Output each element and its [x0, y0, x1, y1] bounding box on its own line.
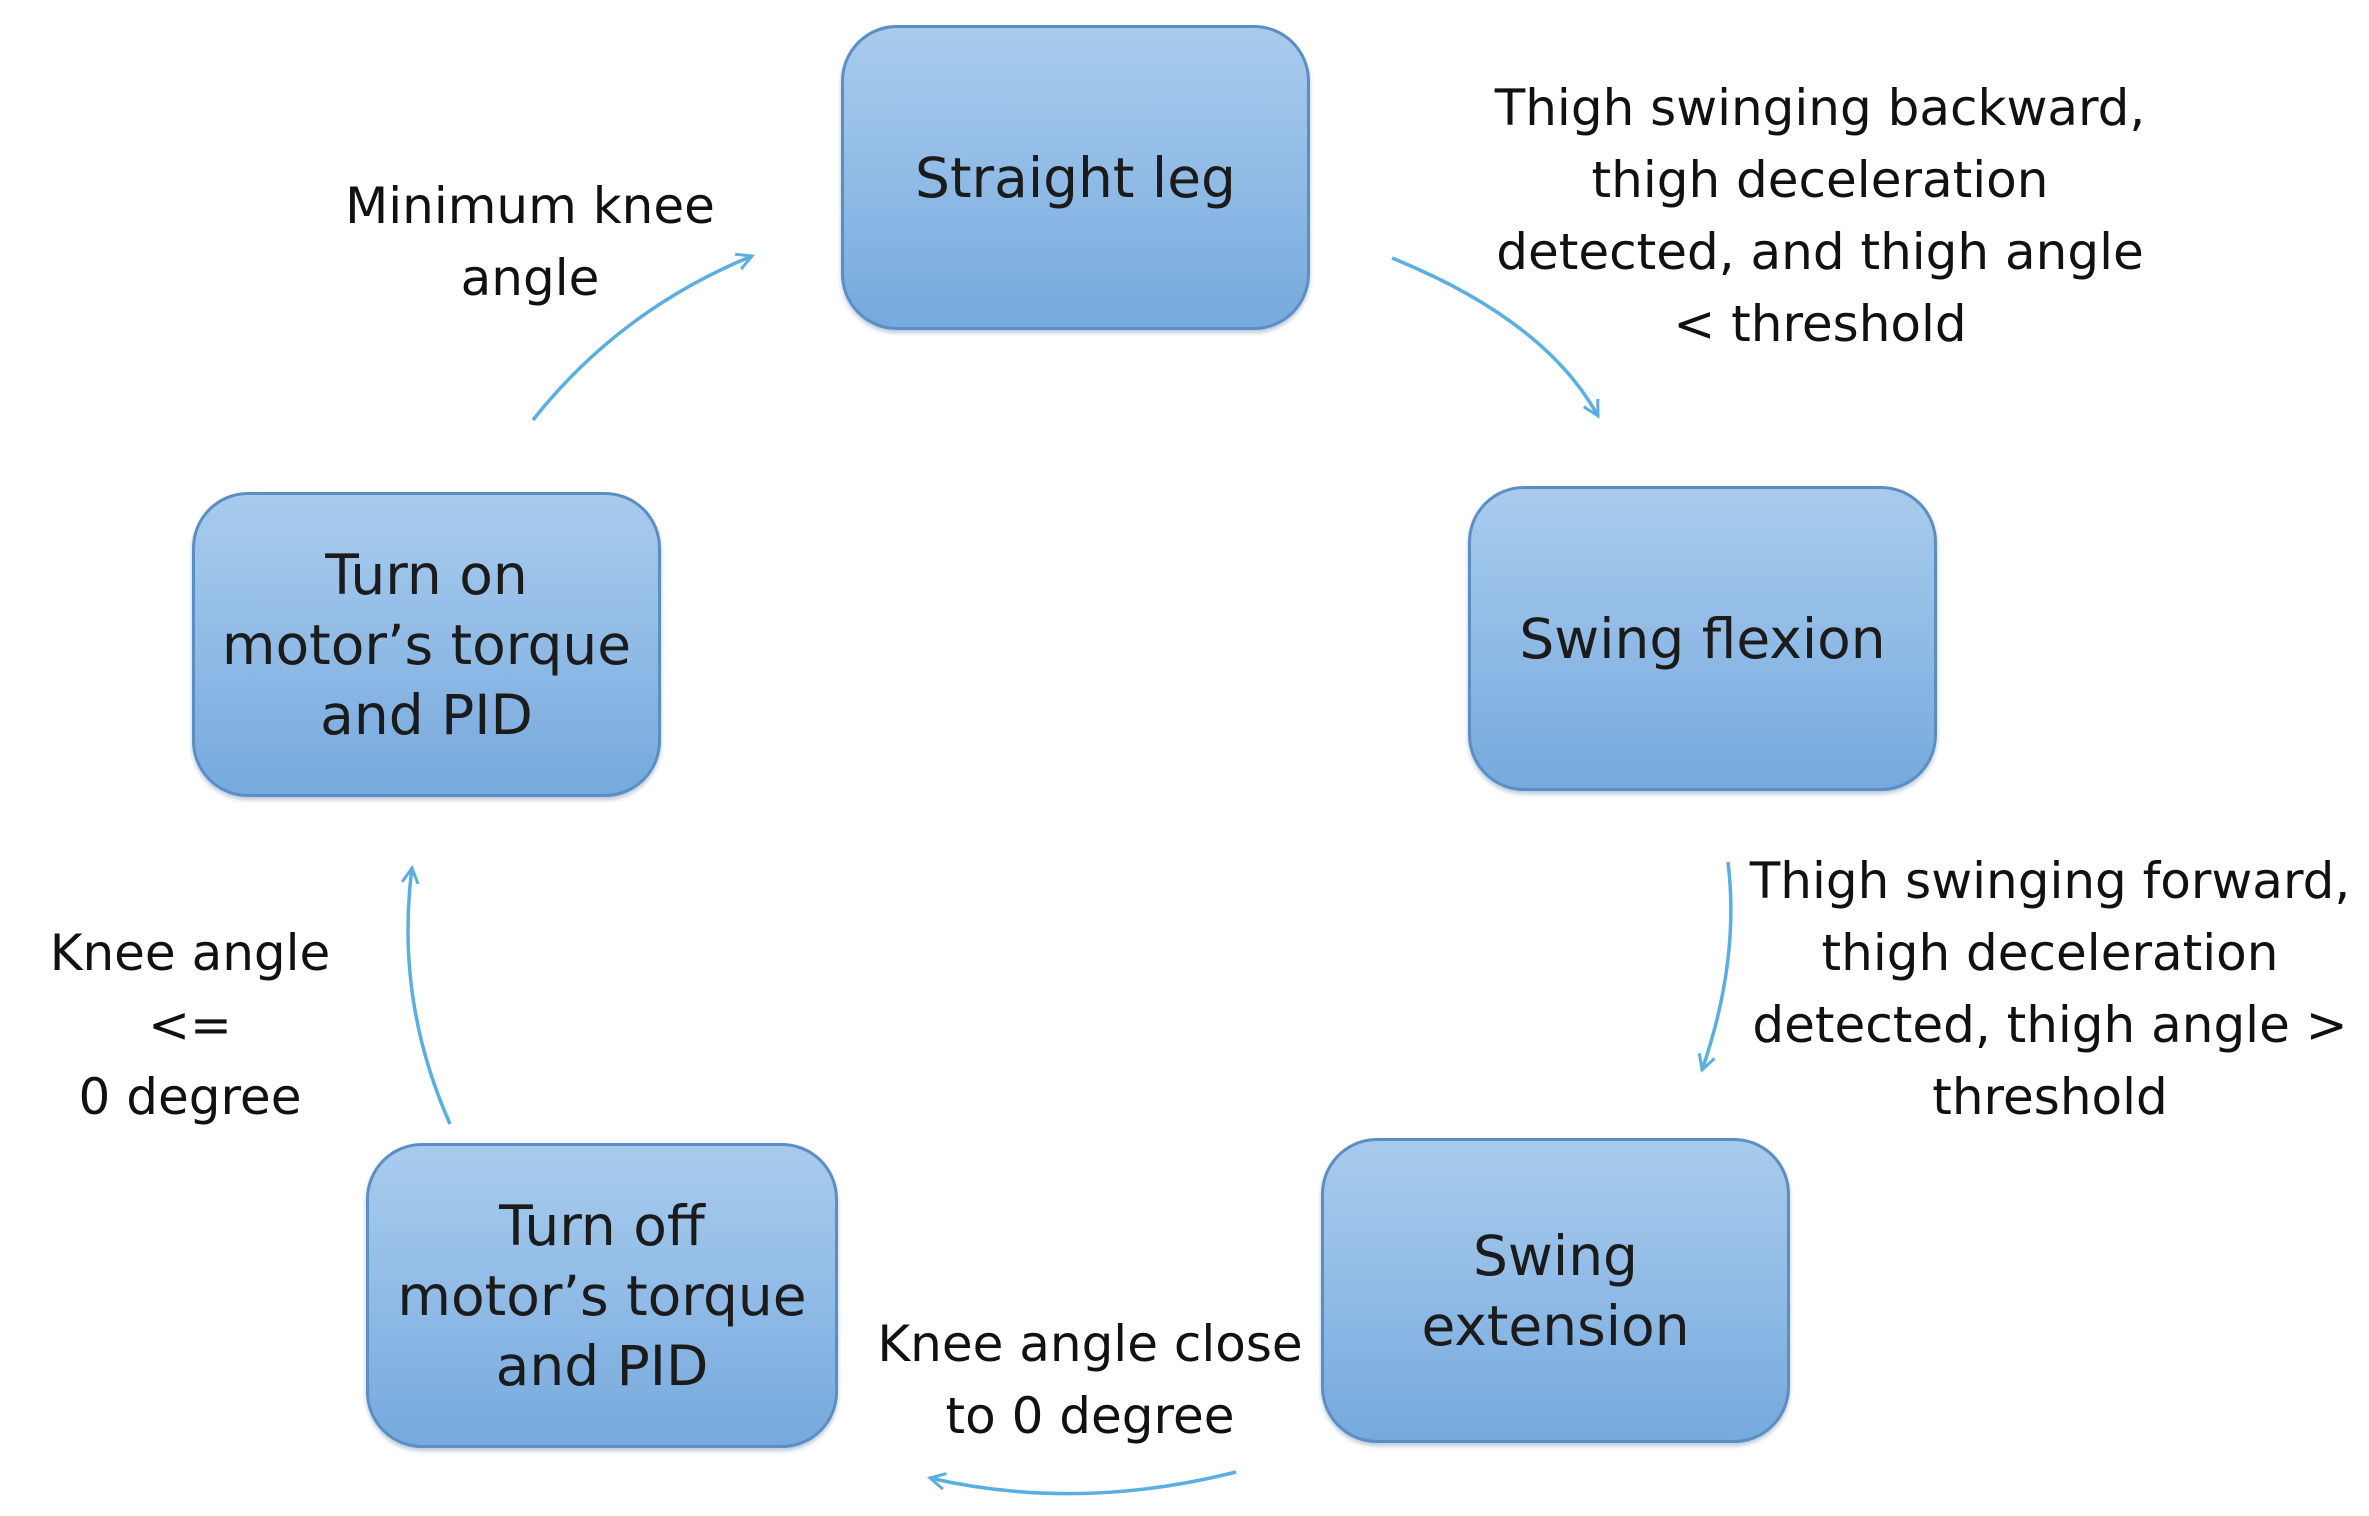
state-turn-on: Turn on motor’s torque and PID: [192, 492, 661, 797]
arrow-extension-to-turn-off: [930, 1470, 1237, 1496]
arrow-turn-off-to-turn-on: [408, 868, 452, 1125]
state-swing-flexion-label: Swing flexion: [1519, 606, 1886, 671]
condition-to-straight-leg: Minimum knee angle: [345, 177, 715, 307]
arrow-straight-to-flexion: [1391, 256, 1598, 416]
condition-to-turn-on: Knee angle <= 0 degree: [49, 924, 331, 1126]
arrow-flexion-to-extension: [1702, 861, 1733, 1070]
state-straight-leg: Straight leg: [841, 25, 1310, 330]
state-straight-leg-label: Straight leg: [915, 145, 1236, 210]
condition-to-swing-flexion: Thigh swinging backward, thigh decelerat…: [1494, 79, 2146, 353]
arrow-turn-on-to-straight: [531, 256, 752, 422]
state-turn-on-label: Turn on motor’s torque and PID: [221, 542, 632, 747]
state-turn-off: Turn off motor’s torque and PID: [366, 1143, 838, 1448]
state-swing-extension-label: Swing extension: [1421, 1223, 1690, 1358]
condition-to-turn-off: Knee angle close to 0 degree: [877, 1315, 1303, 1445]
condition-to-swing-extension: Thigh swinging forward, thigh decelerati…: [1749, 852, 2351, 1126]
state-swing-extension: Swing extension: [1321, 1138, 1790, 1443]
state-turn-off-label: Turn off motor’s torque and PID: [397, 1193, 807, 1398]
state-swing-flexion: Swing flexion: [1468, 486, 1937, 791]
